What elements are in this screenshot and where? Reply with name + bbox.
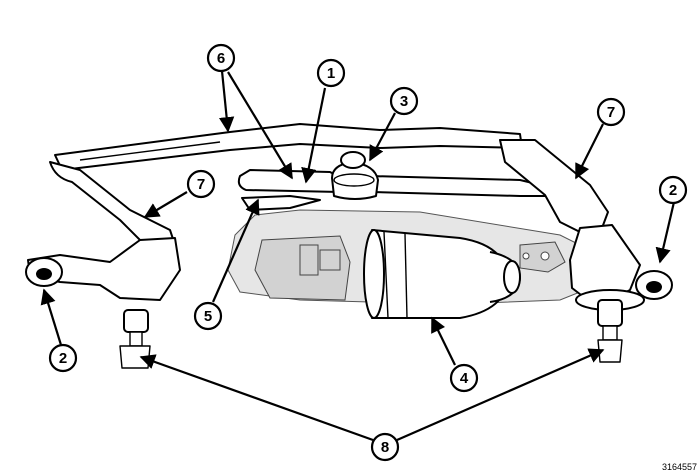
figure-id: 3164557 [662, 462, 697, 472]
callout-6-label: 6 [217, 50, 225, 67]
callout-8-label: 8 [381, 439, 389, 456]
callout-2-left-label: 2 [59, 350, 67, 367]
drive-link [54, 123, 523, 171]
callout-1: 1 [316, 58, 346, 88]
wiper-motor [363, 229, 521, 319]
crank-arm [237, 169, 346, 211]
left-pivot-arm [27, 161, 181, 301]
callout-2-left: 2 [48, 343, 78, 373]
callout-7-right-label: 7 [607, 104, 615, 121]
callout-6: 6 [206, 43, 236, 73]
callout-2-right: 2 [658, 175, 688, 205]
leader-lines [40, 70, 676, 442]
callout-5: 5 [193, 301, 223, 331]
callout-3-label: 3 [400, 93, 408, 110]
callout-4-label: 4 [460, 370, 469, 387]
callout-2-right-label: 2 [669, 182, 677, 199]
callout-4: 4 [449, 363, 479, 393]
left-pivot-bushing [25, 257, 63, 287]
callout-7-right: 7 [596, 97, 626, 127]
callout-8: 8 [370, 432, 400, 462]
callout-1-label: 1 [327, 65, 335, 82]
callout-7-left-label: 7 [197, 176, 205, 193]
callout-7-left: 7 [186, 169, 216, 199]
right-mounting-stud [575, 289, 645, 363]
right-link-arm [369, 139, 641, 301]
crank-pivot-boot [331, 151, 379, 200]
callout-3: 3 [389, 86, 419, 116]
callout-5-label: 5 [204, 308, 212, 325]
right-pivot-bushing [635, 270, 673, 300]
